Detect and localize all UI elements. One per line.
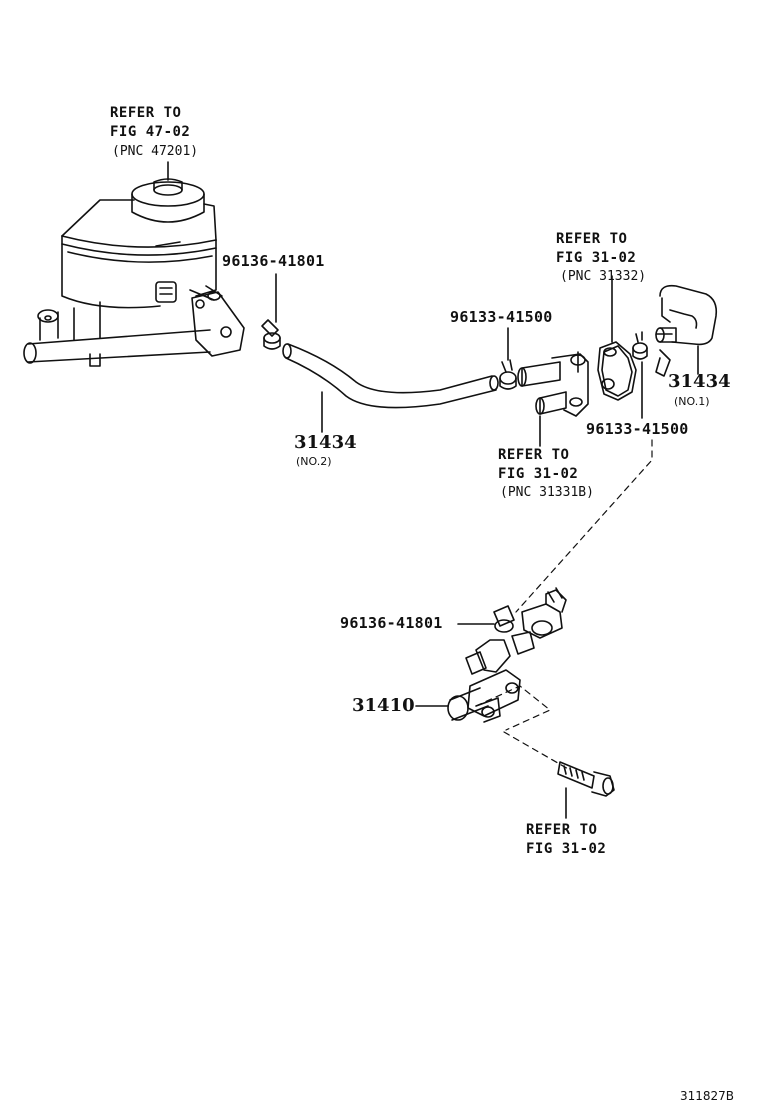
part-clip-cylinder[interactable]: 96136-41801 (340, 614, 443, 632)
part-hose-no2[interactable]: 31434 (294, 432, 357, 453)
hose-no2-subtitle: (NO.2) (296, 455, 332, 468)
part-master-cylinder[interactable]: 31410 (352, 695, 415, 716)
hose-no2-illustration (282, 343, 499, 409)
bolt-illustration (557, 761, 615, 797)
part-clamp-left[interactable]: 96133-41500 (450, 308, 553, 326)
union-illustration (517, 351, 589, 417)
diagram-id: 311827B (680, 1089, 735, 1103)
union-ref-line2: FIG 31-02 (498, 466, 579, 482)
union-bracket-illustration (597, 341, 637, 401)
bolt-ref-line1: REFER TO (526, 822, 598, 838)
reservoir-ref-pnc: (PNC 47201) (112, 144, 199, 159)
union-bracket-ref-pnc: (PNC 31332) (560, 269, 647, 284)
union-bracket-ref-line2: FIG 31-02 (556, 250, 637, 266)
union-ref-pnc: (PNC 31331B) (500, 485, 594, 500)
part-hose-no1[interactable]: 31434 (668, 371, 731, 392)
union-bracket-ref-line1: REFER TO (556, 231, 628, 247)
reservoir-ref-line2: FIG 47-02 (110, 124, 191, 140)
part-clamp-right[interactable]: 96133-41500 (586, 420, 689, 438)
clamp-illustration-right (632, 331, 648, 360)
assembly-dashed-lines (475, 439, 653, 771)
hose-no1-subtitle: (NO.1) (674, 395, 710, 408)
bolt-ref-line2: FIG 31-02 (526, 841, 607, 857)
clip-illustration-top (261, 319, 281, 350)
hose-no1-illustration (655, 284, 718, 377)
part-clip-top[interactable]: 96136-41801 (222, 252, 325, 270)
clutch-master-cylinder-illustration (447, 587, 567, 723)
union-ref-line1: REFER TO (498, 447, 570, 463)
brake-master-cylinder-illustration (23, 178, 245, 367)
reservoir-ref-line1: REFER TO (110, 105, 182, 121)
clamp-illustration-left (499, 359, 517, 390)
